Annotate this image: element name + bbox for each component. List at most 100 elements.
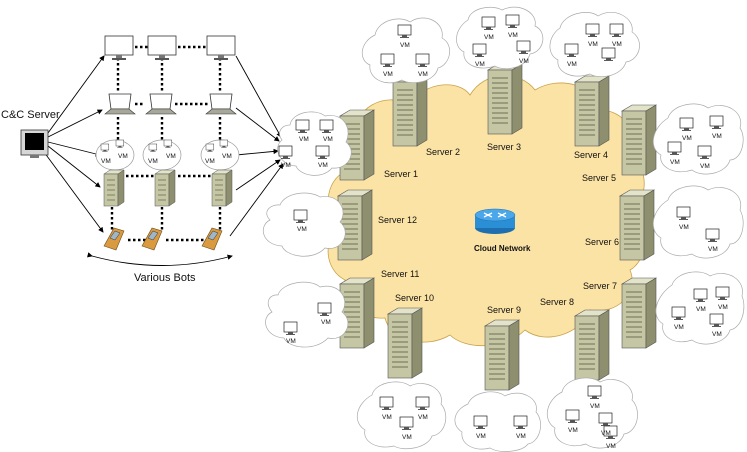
- vm-label: VM: [476, 433, 486, 440]
- bot-server-icon: [154, 169, 176, 207]
- vm-label: VM: [508, 32, 518, 39]
- vm-label: VM: [286, 338, 296, 345]
- server-8-icon: [574, 309, 610, 381]
- bot-server-icon: [211, 169, 233, 207]
- vm-label: VM: [402, 434, 412, 441]
- vm-label: VM: [418, 414, 428, 421]
- server-3-icon: [487, 63, 523, 135]
- vm-label: VM: [148, 158, 158, 165]
- bot-pc-icon: [147, 35, 177, 61]
- vm-label: VM: [400, 42, 410, 49]
- vm-label: VM: [101, 158, 111, 165]
- vm-cloud: VM: [262, 192, 346, 257]
- vm-label: VM: [712, 133, 722, 140]
- botnet-section: C&C Server VM VM VM VM VM VM: [1, 35, 284, 284]
- server-5-label: Server 5: [582, 173, 616, 183]
- vm-label: VM: [418, 71, 428, 78]
- vm-label: VM: [590, 403, 600, 410]
- bot-laptop-icon: [104, 93, 136, 115]
- cnc-server-label: C&C Server: [1, 109, 60, 121]
- vm-label: VM: [118, 153, 128, 160]
- bot-pc-icon: [206, 35, 236, 61]
- server-10-label: Server 10: [395, 293, 434, 303]
- vm-label: VM: [323, 136, 333, 143]
- vm-label: VM: [606, 443, 616, 450]
- server-9-icon: [484, 319, 520, 391]
- vm-cloud: VM VM: [652, 185, 744, 259]
- vm-cloud: VM VM VM VM: [546, 377, 638, 450]
- vm-label: VM: [382, 414, 392, 421]
- server-1-label: Server 1: [384, 169, 418, 179]
- vm-label: VM: [484, 34, 494, 41]
- cnc-server-icon: [20, 129, 49, 158]
- server-9-label: Server 9: [487, 305, 521, 315]
- server-6-icon: [619, 189, 655, 261]
- vm-label: VM: [708, 246, 718, 253]
- server-4-icon: [574, 75, 610, 147]
- vm-cloud: VM VM VM VM: [655, 271, 745, 345]
- bot-server-icon: [103, 169, 125, 207]
- server-7-icon: [621, 277, 657, 349]
- vm-label: VM: [321, 319, 331, 326]
- vm-label: VM: [166, 153, 176, 160]
- vm-label: VM: [516, 433, 526, 440]
- vm-label: VM: [519, 58, 529, 65]
- vm-label: VM: [297, 226, 307, 233]
- vm-cloud: VM VM: [454, 391, 541, 452]
- cloud-section: Cloud Network Server 1 Server 2 Server 3…: [262, 6, 745, 452]
- vm-label: VM: [383, 71, 393, 78]
- vm-cloud: VM VM VM VM: [652, 103, 744, 175]
- server-11-icon: [339, 277, 375, 349]
- vm-label: VM: [712, 331, 722, 338]
- vm-label: VM: [222, 153, 232, 160]
- various-bots-arc: [86, 252, 233, 266]
- bot-laptop-icon: [145, 93, 177, 115]
- bot-vm-cloud: VM VM: [142, 139, 182, 171]
- bot-handheld-icon: [201, 227, 223, 251]
- vm-label: VM: [718, 304, 728, 311]
- server-10-icon: [387, 307, 423, 379]
- vm-label: VM: [700, 163, 710, 170]
- vm-label: VM: [674, 324, 684, 331]
- vm-label: VM: [318, 162, 328, 169]
- server-8-label: Server 8: [540, 297, 574, 307]
- vm-label: VM: [682, 135, 692, 142]
- server-2-icon: [392, 75, 428, 147]
- vm-cloud: VM VM VM: [549, 11, 640, 77]
- cnc-arrows: [43, 55, 284, 237]
- bot-vm-cloud: VM VM: [95, 139, 135, 171]
- bot-dotted-links: [110, 45, 222, 242]
- server-4-label: Server 4: [574, 150, 608, 160]
- vm-cloud: VM VM VM VM: [456, 6, 544, 69]
- vm-label: VM: [679, 224, 689, 231]
- cloud-network-label: Cloud Network: [474, 244, 531, 253]
- vm-label: VM: [568, 427, 578, 434]
- vm-label: VM: [696, 306, 706, 313]
- bot-laptop-icon: [205, 93, 237, 115]
- server-6-label: Server 6: [585, 237, 619, 247]
- vm-label: VM: [670, 159, 680, 166]
- server-7-label: Server 7: [583, 281, 617, 291]
- server-3-label: Server 3: [487, 142, 521, 152]
- bot-vm-cloud: VM VM: [200, 139, 240, 171]
- server-2-label: Server 2: [426, 147, 460, 157]
- vm-label: VM: [475, 61, 485, 68]
- vm-cloud: VM VM VM: [356, 381, 447, 450]
- vm-cloud: VM VM VM: [362, 17, 450, 84]
- router-icon: [474, 208, 516, 234]
- vm-label: VM: [601, 430, 611, 437]
- various-bots-label: Various Bots: [134, 272, 196, 284]
- vm-cloud: VM VM: [265, 281, 349, 348]
- vm-label: VM: [281, 162, 291, 169]
- server-11-label: Server 11: [381, 269, 419, 279]
- vm-label: VM: [567, 61, 577, 68]
- vm-label: VM: [205, 158, 215, 165]
- server-12-label: Server 12: [378, 215, 417, 225]
- bot-pc-icon: [104, 35, 134, 61]
- server-5-icon: [621, 104, 657, 176]
- vm-label: VM: [612, 41, 622, 48]
- vm-cloud: VM VM VM VM: [277, 111, 352, 176]
- vm-label: VM: [299, 136, 309, 143]
